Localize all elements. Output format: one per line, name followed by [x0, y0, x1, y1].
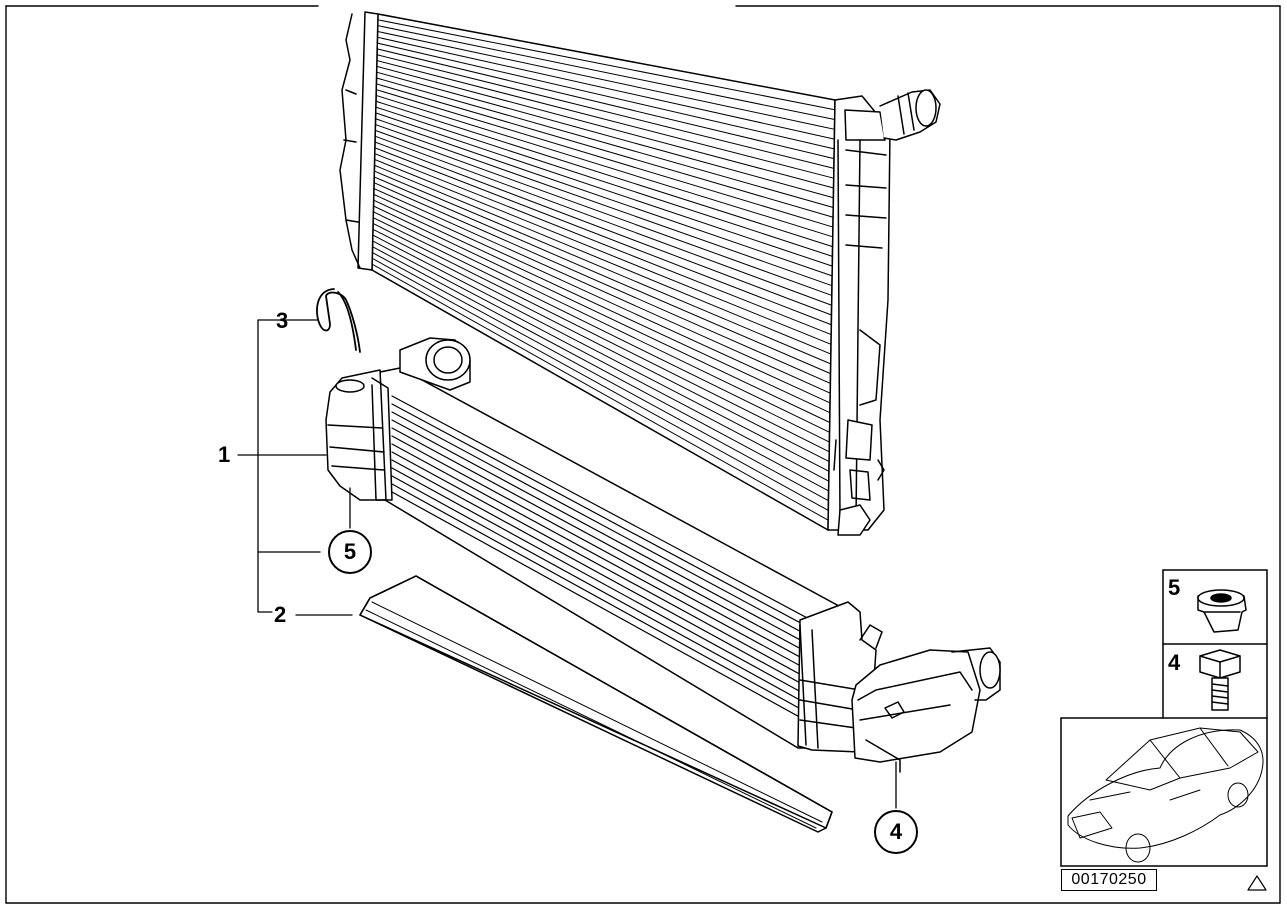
- radiator-fin-line: [377, 30, 836, 130]
- radiator-fin-line: [375, 89, 834, 228]
- grommet-icon: [1197, 589, 1247, 633]
- radiator-fin-line: [375, 112, 833, 267]
- radiator-fin-line: [372, 240, 830, 482]
- hardware-legend-box: [1060, 569, 1268, 867]
- intercooler-fin-line: [391, 435, 845, 682]
- intercooler-fins: [391, 395, 847, 741]
- radiator-fin-line: [376, 77, 834, 208]
- radiator-fin-line: [373, 193, 831, 404]
- radiator-fin-line: [372, 211, 831, 433]
- radiator-fin-line: [375, 106, 833, 257]
- radiator-fin-line: [373, 199, 831, 414]
- intercooler-fin-line: [391, 427, 845, 673]
- radiator-fin-line: [371, 257, 829, 511]
- intercooler-fin-line: [391, 451, 844, 699]
- diagram-part-number: 00170250: [1061, 869, 1157, 891]
- radiator-fin-line: [372, 234, 830, 472]
- callout-circle-5: 5: [328, 530, 372, 574]
- radiator-fin-line: [374, 129, 833, 296]
- radiator-fin-line: [374, 153, 832, 336]
- radiator-fin-line: [373, 164, 832, 355]
- radiator-fin-line: [372, 217, 830, 443]
- trim-strip-illustration: [359, 575, 833, 833]
- radiator-fin-line: [374, 147, 832, 326]
- clip-illustration: [316, 288, 361, 353]
- intercooler-fin-line: [391, 419, 845, 665]
- radiator-fin-line: [377, 25, 836, 121]
- radiator-fin-line: [373, 205, 831, 423]
- warning-triangle-icon: [1247, 875, 1267, 891]
- bolt-icon: [1199, 649, 1241, 711]
- radiator-fin-line: [373, 182, 831, 384]
- callout-label-2: 2: [274, 602, 287, 627]
- intercooler-fin-line: [391, 483, 842, 732]
- radiator-fin-line: [372, 222, 830, 453]
- radiator-fin-line: [374, 141, 832, 316]
- intercooler-fin-line: [391, 491, 842, 741]
- radiator-fin-line: [374, 124, 833, 287]
- callout-label-1: 1: [218, 442, 231, 467]
- radiator-fins: [371, 19, 836, 521]
- intercooler-fin-line: [391, 467, 843, 715]
- radiator-fin-line: [376, 54, 835, 169]
- radiator-fin-line: [376, 42, 835, 150]
- radiator-fin-line: [373, 188, 831, 394]
- leader-lines: [237, 319, 897, 809]
- radiator-fin-line: [376, 65, 835, 189]
- intercooler-fin-line: [391, 403, 846, 648]
- radiator-fin-line: [374, 158, 832, 345]
- radiator-fin-line: [372, 246, 830, 492]
- radiator-fin-line: [371, 263, 829, 521]
- radiator-fin-line: [374, 135, 833, 306]
- radiator-fin-line: [375, 83, 834, 218]
- intercooler-fin-line: [391, 443, 844, 690]
- intercooler-fin-line: [391, 475, 842, 724]
- radiator-illustration: [339, 11, 941, 536]
- radiator-fin-line: [376, 36, 835, 140]
- radiator-fin-line: [372, 228, 830, 463]
- intercooler-fin-line: [391, 459, 843, 707]
- radiator-fin-line: [376, 71, 834, 199]
- radiator-fin-line: [373, 176, 832, 375]
- intercooler-fin-line: [391, 395, 847, 640]
- legend-label-5: 5: [1168, 575, 1181, 600]
- car-locator-icon: [1067, 727, 1264, 863]
- intercooler-fin-line: [391, 411, 846, 656]
- callout-label-3: 3: [276, 308, 289, 333]
- radiator-fin-line: [376, 48, 835, 160]
- radiator-fin-line: [373, 170, 832, 365]
- radiator-fin-line: [377, 19, 836, 111]
- legend-label-4: 4: [1168, 650, 1181, 675]
- radiator-fin-line: [375, 100, 834, 248]
- radiator-fin-line: [376, 60, 835, 179]
- intercooler-illustration: [325, 337, 1001, 773]
- callout-circle-4: 4: [874, 810, 918, 854]
- radiator-fin-line: [371, 252, 829, 502]
- diagram-frame: [5, 5, 1281, 904]
- radiator-fin-line: [375, 94, 834, 238]
- radiator-fin-line: [375, 118, 833, 277]
